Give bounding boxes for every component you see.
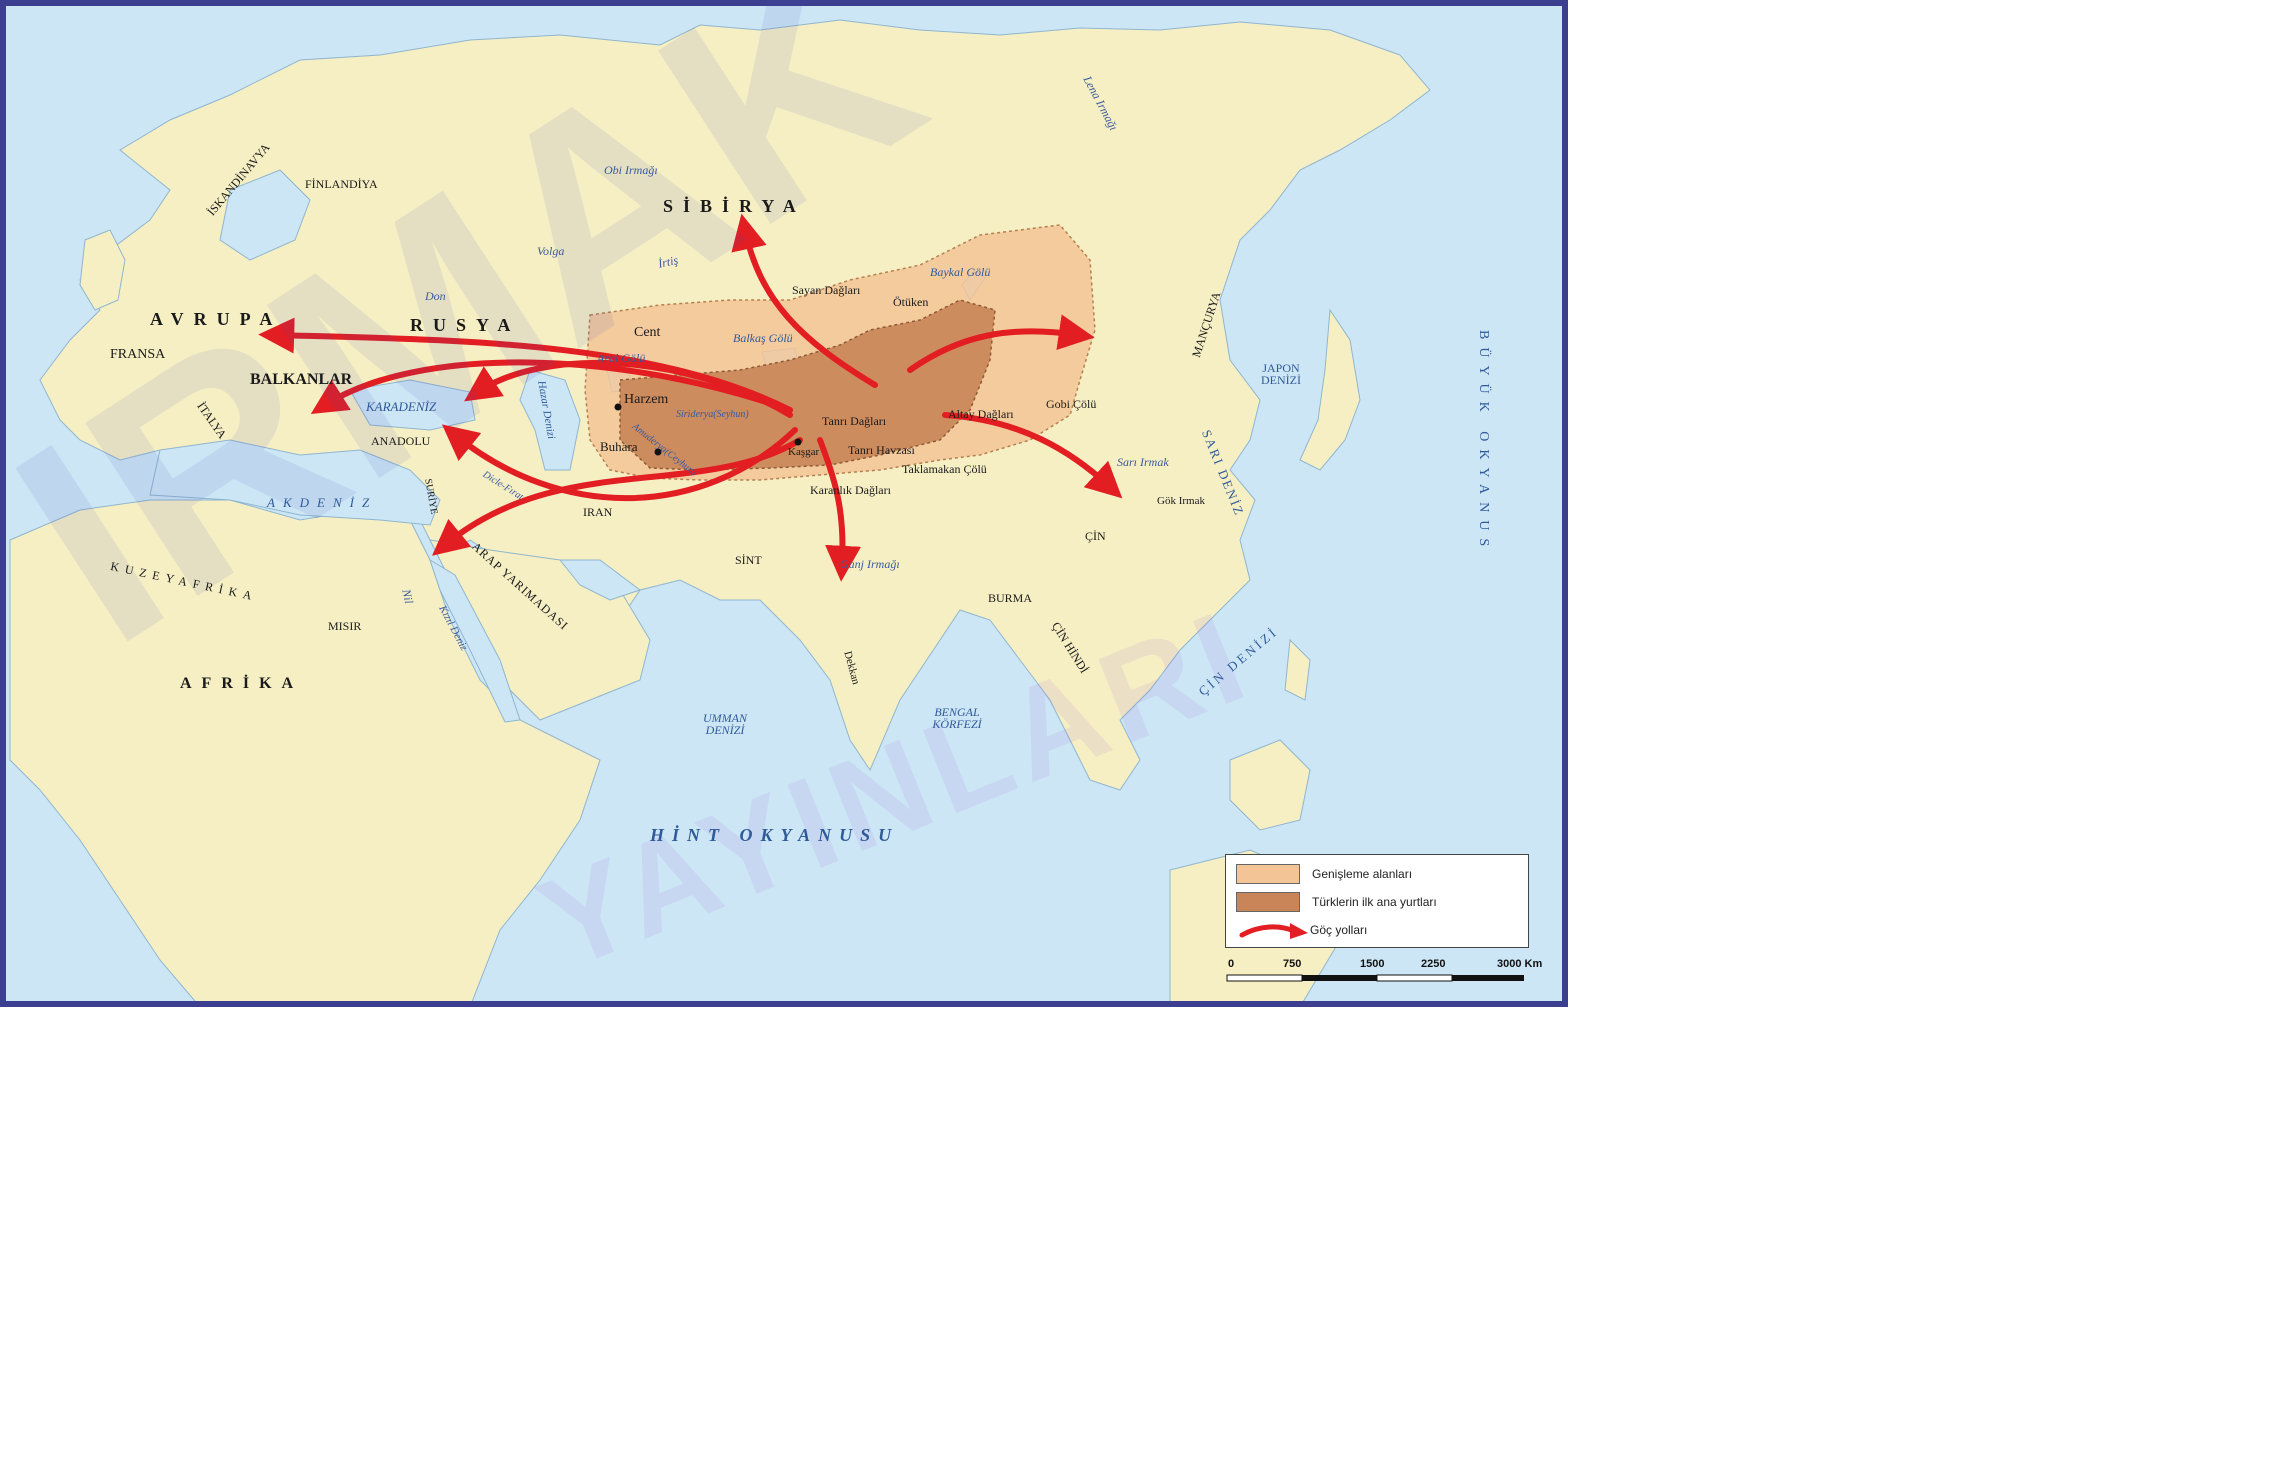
route-arrow-icon xyxy=(1239,923,1308,939)
label-taklamakan-colu: Taklamakan Çölü xyxy=(902,462,987,476)
label-hint-okyanusu: HİNT OKYANUSU xyxy=(650,825,900,845)
label-sibirya: SİBİRYA xyxy=(663,196,806,216)
label-obi-irmagi: Obi Irmağı xyxy=(604,163,658,177)
route-to-siberia xyxy=(731,213,878,388)
kasgar-dot xyxy=(794,438,802,446)
philippines-landmass xyxy=(1284,638,1311,701)
legend-row-routes: Göç yolları xyxy=(1236,919,1367,941)
scale-tick-750: 750 xyxy=(1283,958,1302,970)
label-aral-golu: Aral Gölü xyxy=(597,351,646,365)
label-kasgar: Kaşgar xyxy=(788,446,820,458)
label-sari-irmak: Sarı Irmak xyxy=(1117,455,1169,469)
route-to-east xyxy=(907,314,1095,373)
label-tanri-havzasi: Tanrı Havzası xyxy=(848,443,915,457)
label-misir: MISIR xyxy=(328,619,362,633)
label-gobi-colu: Gobi Çölü xyxy=(1046,397,1097,411)
label-umman-denizi: UMMAN DENİZİ xyxy=(703,711,747,737)
caspian-sea xyxy=(519,369,581,471)
label-avrupa: AVRUPA xyxy=(150,309,283,329)
label-harzem: Harzem xyxy=(624,392,669,407)
homeland-area xyxy=(619,299,996,471)
label-akdeniz: AKDENİZ xyxy=(267,495,378,510)
label-buhara: Buhara xyxy=(600,439,638,454)
expansion-swatch xyxy=(1236,864,1300,884)
legend-routes-label: Göç yolları xyxy=(1310,923,1368,937)
route-to-india xyxy=(817,437,862,582)
borneo-landmass xyxy=(1229,739,1311,831)
label-gok-irmak: Gök Irmak xyxy=(1157,495,1205,507)
label-bengal-korfezi: BENGAL KÖRFEZİ xyxy=(932,705,982,731)
persian-gulf xyxy=(558,559,642,601)
label-tanri-daglari: Tanrı Dağları xyxy=(822,414,887,428)
city-dots xyxy=(614,403,802,456)
label-japon-denizi: JAPON DENİZİ xyxy=(1261,361,1301,387)
harzem-dot xyxy=(614,403,622,411)
label-altay-daglari: Altay Dağları xyxy=(948,407,1014,421)
label-don: Don xyxy=(425,289,446,303)
route-to-syria xyxy=(432,437,803,556)
label-balkanlar: BALKANLAR xyxy=(250,371,353,388)
label-rusya: RUSYA xyxy=(410,315,521,335)
scale-graphic xyxy=(1226,974,1524,982)
japan-landmass xyxy=(1299,308,1361,471)
label-anadolu: ANADOLU xyxy=(371,434,431,448)
africa-landmass xyxy=(9,499,601,1007)
britain-landmass xyxy=(79,229,126,311)
label-burma: BURMA xyxy=(988,591,1033,605)
scale-tick-0: 0 xyxy=(1228,958,1235,970)
label-finlandiya: FİNLANDİYA xyxy=(305,177,378,191)
label-otuken: Ötüken xyxy=(893,295,929,309)
label-seyhun: Siriderya(Seyhun) xyxy=(676,409,749,420)
scale-bar: 0 750 1500 2250 3000 Km xyxy=(1225,958,1565,998)
red-sea xyxy=(429,558,521,723)
route-to-china xyxy=(942,412,1123,499)
label-karadeniz: KARADENİZ xyxy=(366,399,437,414)
legend-row-expansion: Genişleme alanları xyxy=(1236,863,1412,885)
label-baykal-golu: Baykal Gölü xyxy=(930,265,991,279)
label-iran: IRAN xyxy=(583,505,613,519)
label-balkas-golu: Balkaş Gölü xyxy=(733,331,793,345)
route-to-black-sea xyxy=(464,360,793,418)
scale-tick-1500: 1500 xyxy=(1360,958,1385,970)
label-afrika: AFRİKA xyxy=(180,675,304,692)
migration-routes xyxy=(258,213,1123,582)
scale-tick-3000: 3000 Km xyxy=(1497,958,1543,970)
map-canvas xyxy=(0,0,1568,1007)
black-sea xyxy=(349,379,476,431)
inland-waters xyxy=(149,169,986,723)
label-ganj-irmagi: Ganj Irmağı xyxy=(840,557,900,571)
label-buyuk-okyanus: BÜYÜK OKYANUS xyxy=(1476,330,1491,555)
baltic-sea xyxy=(219,169,311,261)
buhara-dot xyxy=(654,448,662,456)
label-cent: Cent xyxy=(634,325,661,340)
scale-tick-2250: 2250 xyxy=(1421,958,1446,970)
label-fransa: FRANSA xyxy=(110,347,166,362)
label-nil: Nil xyxy=(399,587,417,606)
mediterranean-sea xyxy=(149,439,441,526)
label-karanlik-daglari: Karanlık Dağları xyxy=(810,483,891,497)
legend-expansion-label: Genişleme alanları xyxy=(1312,867,1413,881)
label-sint: SİNT xyxy=(735,553,762,567)
label-cin: ÇİN xyxy=(1085,529,1106,543)
legend-homeland-label: Türklerin ilk ana yurtları xyxy=(1312,895,1437,909)
route-to-balkans xyxy=(310,359,793,414)
homeland-swatch xyxy=(1236,892,1300,912)
legend-row-homeland: Türklerin ilk ana yurtları xyxy=(1236,891,1437,913)
map-legend: Genişleme alanları Türklerin ilk ana yur… xyxy=(1225,854,1529,948)
map-frame xyxy=(0,0,1568,1007)
label-volga: Volga xyxy=(537,244,565,258)
label-sayan-daglari: Sayan Dağları xyxy=(792,283,861,297)
